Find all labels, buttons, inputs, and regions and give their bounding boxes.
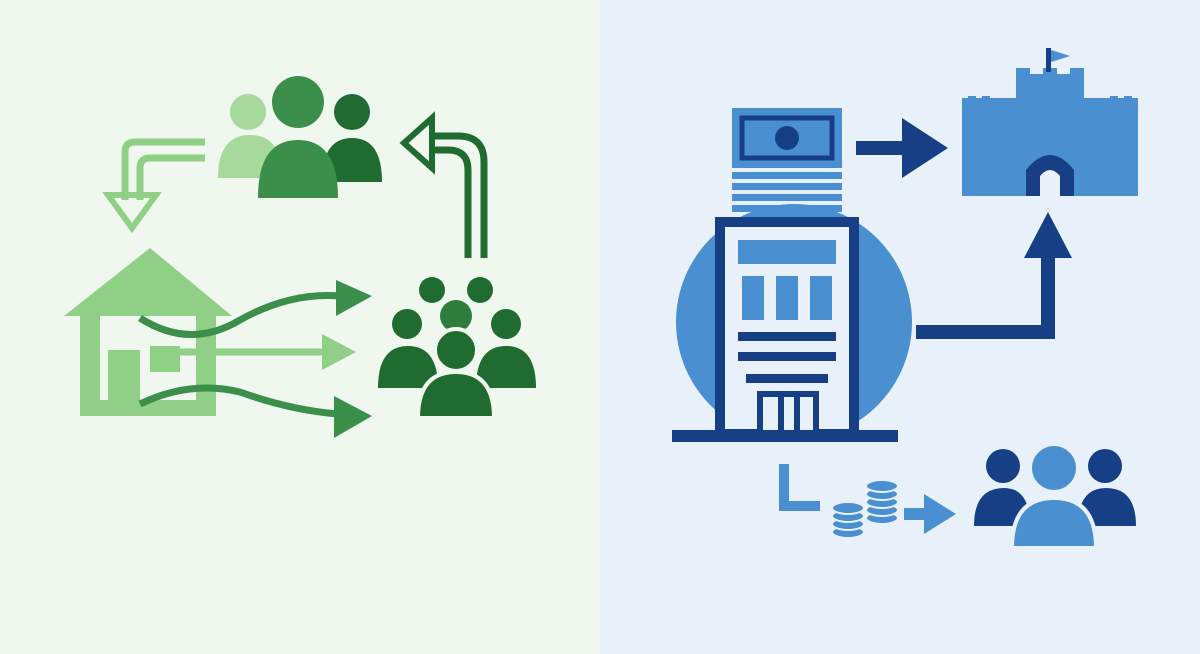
person-center-head — [272, 76, 324, 128]
person-left-head — [230, 94, 266, 130]
right-panel-bank-flow — [600, 0, 1200, 654]
small-elbow-connector — [779, 464, 820, 511]
flow-arrow-top-line — [138, 292, 341, 338]
house-window — [150, 346, 180, 372]
person-center-body — [258, 140, 338, 198]
building-base — [672, 430, 898, 442]
bank-building-icon — [672, 217, 898, 442]
house-door — [108, 350, 140, 402]
people-group-icon — [974, 442, 1136, 550]
arrow-building-to-castle-icon — [916, 212, 1072, 339]
castle-tower-right — [1100, 98, 1138, 196]
down-left-arrow-icon — [102, 138, 205, 234]
return-arrow-icon — [399, 111, 488, 258]
flow-arrow-top-head — [336, 280, 372, 316]
castle-flag — [1051, 50, 1070, 62]
right-panel-svg — [600, 0, 1200, 654]
flow-arrow-mid-head — [322, 334, 356, 370]
left-panel-svg — [64, 76, 536, 438]
flow-arrows-icon — [138, 280, 372, 438]
coin-stack-icon — [831, 479, 899, 539]
flow-arrow-bottom-line — [138, 384, 339, 418]
community-group-icon — [218, 76, 382, 198]
person-right-body — [322, 138, 382, 182]
left-panel-community-flow — [64, 76, 536, 438]
castle-tower-left — [962, 98, 1000, 196]
house-floor — [80, 400, 216, 416]
house-roof — [64, 248, 232, 316]
banknote-icon — [732, 108, 842, 212]
house-wall-left — [80, 316, 100, 414]
crowd-icon — [378, 277, 536, 420]
arrow-to-people-icon — [904, 494, 956, 534]
castle-flagpole — [1046, 48, 1051, 72]
arrow-to-castle-icon — [856, 118, 948, 178]
flow-arrow-bottom-head — [334, 396, 372, 438]
person-right-head — [334, 94, 370, 130]
castle-icon — [962, 48, 1138, 196]
